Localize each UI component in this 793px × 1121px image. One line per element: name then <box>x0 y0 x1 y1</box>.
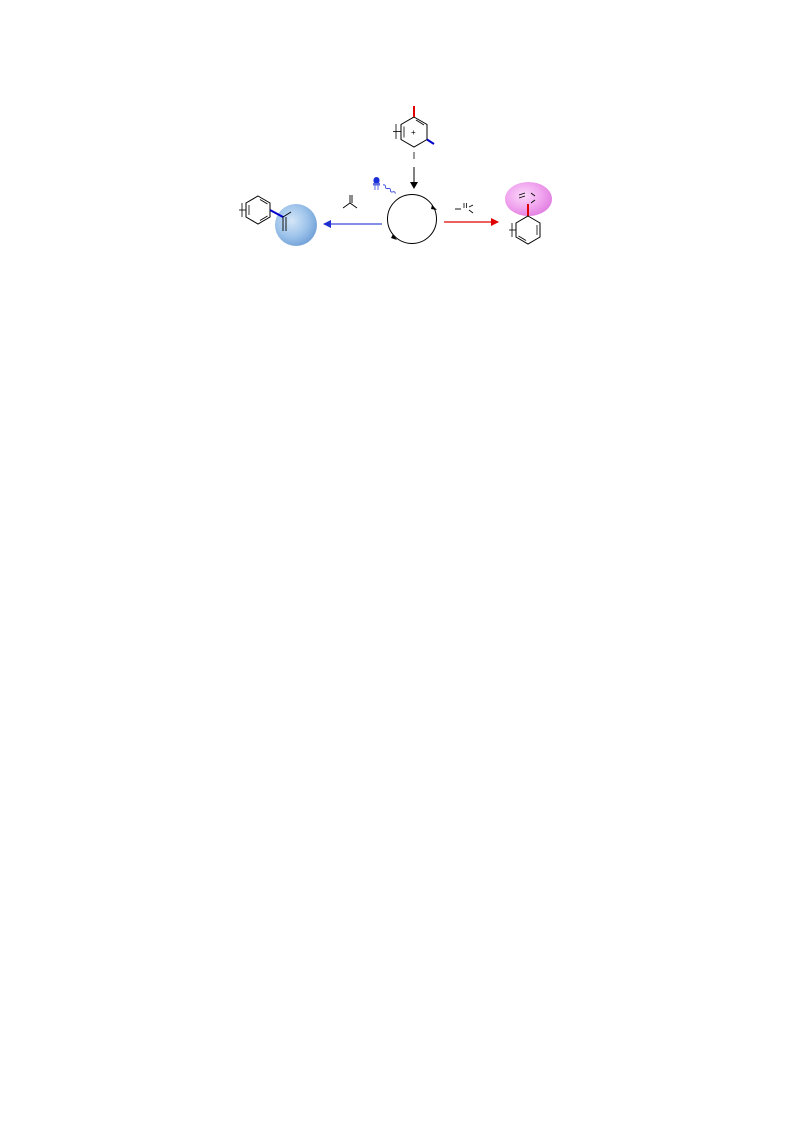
light-wave <box>382 184 396 194</box>
reagent-charge: + <box>411 128 416 137</box>
left-reagent <box>342 195 358 209</box>
right-product-ring <box>515 215 541 245</box>
reagent-blue-bond <box>426 138 435 145</box>
reagent-ring <box>400 116 428 148</box>
blue-led-icon <box>373 177 380 190</box>
reagent-molecule: + <box>393 106 435 159</box>
left-new-bond <box>269 209 284 218</box>
left-product-ring <box>245 195 271 225</box>
right-reagent <box>455 203 474 214</box>
left-highlight-sphere <box>275 204 317 246</box>
right-product <box>505 182 552 245</box>
catalytic-cycle <box>387 194 437 244</box>
cycle-arrowhead-right <box>431 205 437 210</box>
cycle-arrowhead-left <box>391 234 397 240</box>
right-highlight-ellipse <box>505 182 552 216</box>
left-product <box>239 195 317 246</box>
